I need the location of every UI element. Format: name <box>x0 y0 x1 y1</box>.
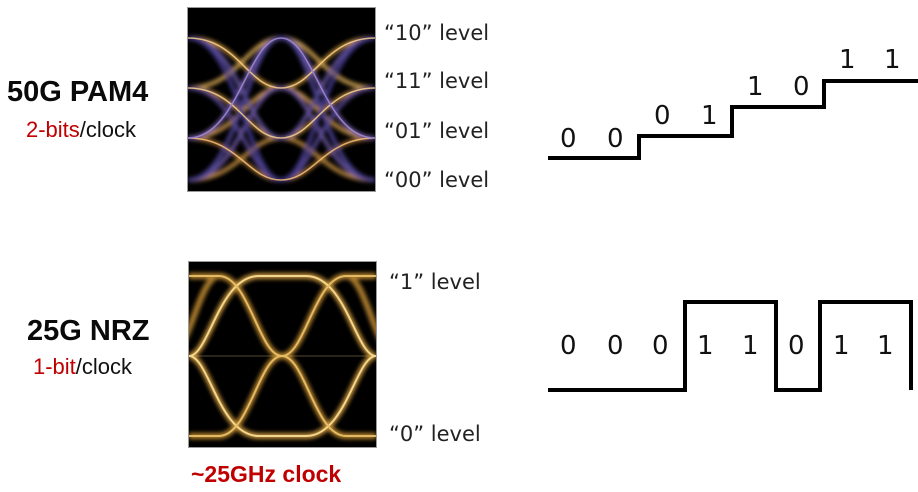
pam4-title: 50G PAM4 <box>7 76 149 108</box>
nrz-rate-suffix: /clock <box>75 354 133 379</box>
pam4-rate-suffix: /clock <box>79 117 137 142</box>
clock-label: ~25GHz clock <box>191 461 342 487</box>
nrz-title: 25G NRZ <box>27 315 150 347</box>
pam4-rate: 2-bits/clock <box>26 117 136 143</box>
nrz-eye-diagram <box>189 262 376 447</box>
nrz-bit: 0 <box>560 331 577 361</box>
nrz-bit: 1 <box>877 331 894 361</box>
nrz-bit: 1 <box>742 331 759 361</box>
pam4-eye-diagram <box>188 8 375 191</box>
pam4-bit: 0 <box>560 124 577 154</box>
pam4-rate-bits: 2-bits <box>26 117 80 142</box>
pam4-bit: 0 <box>654 101 671 131</box>
pam4-bit: 1 <box>701 101 718 131</box>
nrz-bit: 0 <box>788 331 805 361</box>
pam4-bit: 1 <box>839 45 856 75</box>
pam4-level-10: “10” level <box>384 21 490 45</box>
nrz-level-1: “1” level <box>389 270 481 294</box>
nrz-level-0: “0” level <box>389 422 481 446</box>
pam4-level-01: “01” level <box>384 119 490 143</box>
nrz-bit: 0 <box>652 331 669 361</box>
nrz-rate-bit: 1-bit <box>33 354 76 379</box>
nrz-rate: 1-bit/clock <box>33 354 132 380</box>
pam4-waveform <box>548 79 918 160</box>
pam4-level-11: “11” level <box>384 69 490 93</box>
nrz-bit: 1 <box>833 331 850 361</box>
nrz-waveform <box>548 300 913 392</box>
pam4-level-00: “00” level <box>384 168 490 192</box>
pam4-bit: 1 <box>747 72 764 102</box>
pam4-bit: 0 <box>607 124 624 154</box>
pam4-bit: 0 <box>793 72 810 102</box>
pam4-bit: 1 <box>884 45 901 75</box>
nrz-bit: 0 <box>607 331 624 361</box>
nrz-bit: 1 <box>697 331 714 361</box>
